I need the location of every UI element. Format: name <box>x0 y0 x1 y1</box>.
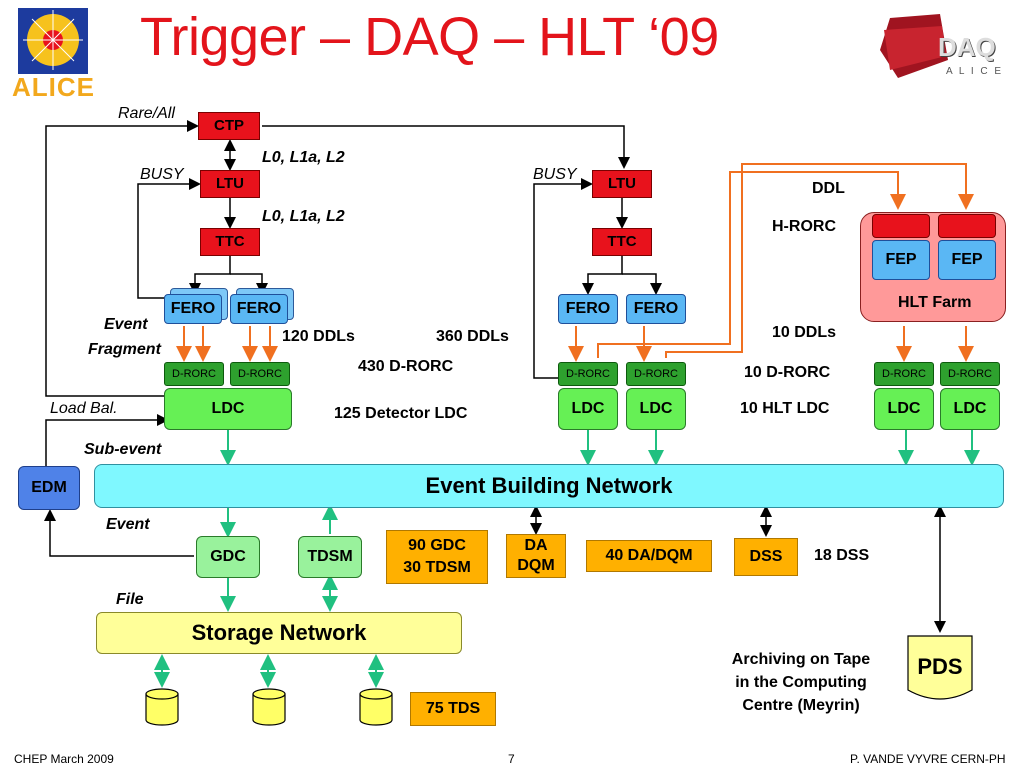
hrorc-box <box>938 214 996 238</box>
ldc-box: LDC <box>626 388 686 430</box>
daq-logo-icon <box>880 14 948 78</box>
fero-box: FERO <box>626 294 686 324</box>
ldc-box: LDC <box>164 388 292 430</box>
drorc-430-label: 430 D-RORC <box>358 358 454 375</box>
drorc-box: D-RORC <box>558 362 618 386</box>
footer-left: CHEP March 2009 <box>14 752 114 766</box>
hlt-ldc-10-label: 10 HLT LDC <box>740 400 830 417</box>
daq-logo-subtext: A L I C E <box>946 66 1004 77</box>
storage-network: Storage Network <box>96 612 462 654</box>
archiving-line-3: Centre (Meyrin) <box>742 697 860 714</box>
archiving-label: Archiving on Tape in the Computing Centr… <box>706 648 896 717</box>
event-fragment-label-2: Fragment <box>88 341 161 358</box>
fero-box: FERO <box>558 294 618 324</box>
ldc-box: LDC <box>940 388 1000 430</box>
l0-l1a-l2-label-2: L0, L1a, L2 <box>262 208 345 225</box>
fero-box: FERO <box>164 294 222 324</box>
hlt-farm-label: HLT Farm <box>898 294 972 311</box>
tdsm-box: TDSM <box>298 536 362 578</box>
gdc-tdsm-count-box: 90 GDC 30 TDSM <box>386 530 488 584</box>
ttc-box-right: TTC <box>592 228 652 256</box>
alice-logo-icon <box>18 8 88 74</box>
hrorc-label: H-RORC <box>772 218 836 235</box>
dqm-label: DQM <box>517 557 555 574</box>
ddls-360-label: 360 DDLs <box>436 328 509 345</box>
tds-cylinder <box>252 688 286 726</box>
sub-event-label: Sub-event <box>84 441 162 458</box>
busy-right-label: BUSY <box>533 166 577 183</box>
hrorc-box <box>872 214 930 238</box>
archiving-line-2: in the Computing <box>735 674 867 691</box>
edm-box: EDM <box>18 466 80 510</box>
event-label: Event <box>106 516 150 533</box>
ltu-box-left: LTU <box>200 170 260 198</box>
ddls-120-label: 120 DDLs <box>282 328 355 345</box>
drorc-10-label: 10 D-RORC <box>744 364 831 381</box>
busy-left-label: BUSY <box>140 166 184 183</box>
fep-box: FEP <box>938 240 996 280</box>
footer-right: P. VANDE VYVRE CERN-PH <box>850 752 1006 766</box>
ctp-box: CTP <box>198 112 260 140</box>
fero-box: FERO <box>230 294 288 324</box>
fep-box: FEP <box>872 240 930 280</box>
event-building-network: Event Building Network <box>94 464 1004 508</box>
detector-ldc-label: 125 Detector LDC <box>334 405 468 422</box>
drorc-box: D-RORC <box>626 362 686 386</box>
drorc-box: D-RORC <box>940 362 1000 386</box>
drorc-box: D-RORC <box>230 362 290 386</box>
ltu-box-right: LTU <box>592 170 652 198</box>
page-title: Trigger – DAQ – HLT ‘09 <box>140 7 719 67</box>
ldc-box: LDC <box>558 388 618 430</box>
gdc-box: GDC <box>196 536 260 578</box>
tds-cylinder <box>145 688 179 726</box>
ddl-label: DDL <box>812 180 845 197</box>
tdsm-count-label: 30 TDSM <box>403 559 471 576</box>
da-dqm-box: DA DQM <box>506 534 566 578</box>
load-bal-label: Load Bal. <box>50 400 118 417</box>
archiving-line-1: Archiving on Tape <box>731 651 871 668</box>
ddls-10-label: 10 DDLs <box>772 324 837 341</box>
rare-all-label: Rare/All <box>118 105 175 122</box>
daq-logo-text: DAQ <box>938 32 996 62</box>
dss-box: DSS <box>734 538 798 576</box>
drorc-box: D-RORC <box>874 362 934 386</box>
l0-l1a-l2-label-1: L0, L1a, L2 <box>262 149 345 166</box>
alice-logo-text: ALICE <box>12 72 95 102</box>
pds-label: PDS <box>917 654 963 679</box>
da-dqm-count-box: 40 DA/DQM <box>586 540 712 572</box>
tds-count-box: 75 TDS <box>410 692 496 726</box>
footer-page-number: 7 <box>508 752 515 766</box>
gdc-count-label: 90 GDC <box>408 537 466 554</box>
event-fragment-label-1: Event <box>104 316 148 333</box>
ttc-box-left: TTC <box>200 228 260 256</box>
ldc-box: LDC <box>874 388 934 430</box>
da-label: DA <box>524 537 548 554</box>
pds-shape <box>907 635 973 700</box>
file-label: File <box>116 591 144 608</box>
tds-cylinder <box>359 688 393 726</box>
dss-count-label: 18 DSS <box>814 547 870 564</box>
drorc-box: D-RORC <box>164 362 224 386</box>
